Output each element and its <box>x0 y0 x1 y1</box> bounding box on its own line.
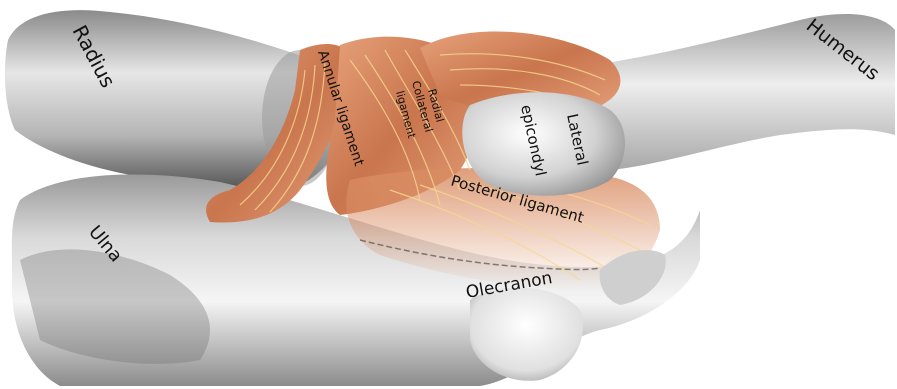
elbow-anatomy-diagram: Radius Humerus Ulna Annular ligament Rad… <box>0 0 897 389</box>
elbow-illustration: Radius Humerus Ulna Annular ligament Rad… <box>0 0 897 389</box>
